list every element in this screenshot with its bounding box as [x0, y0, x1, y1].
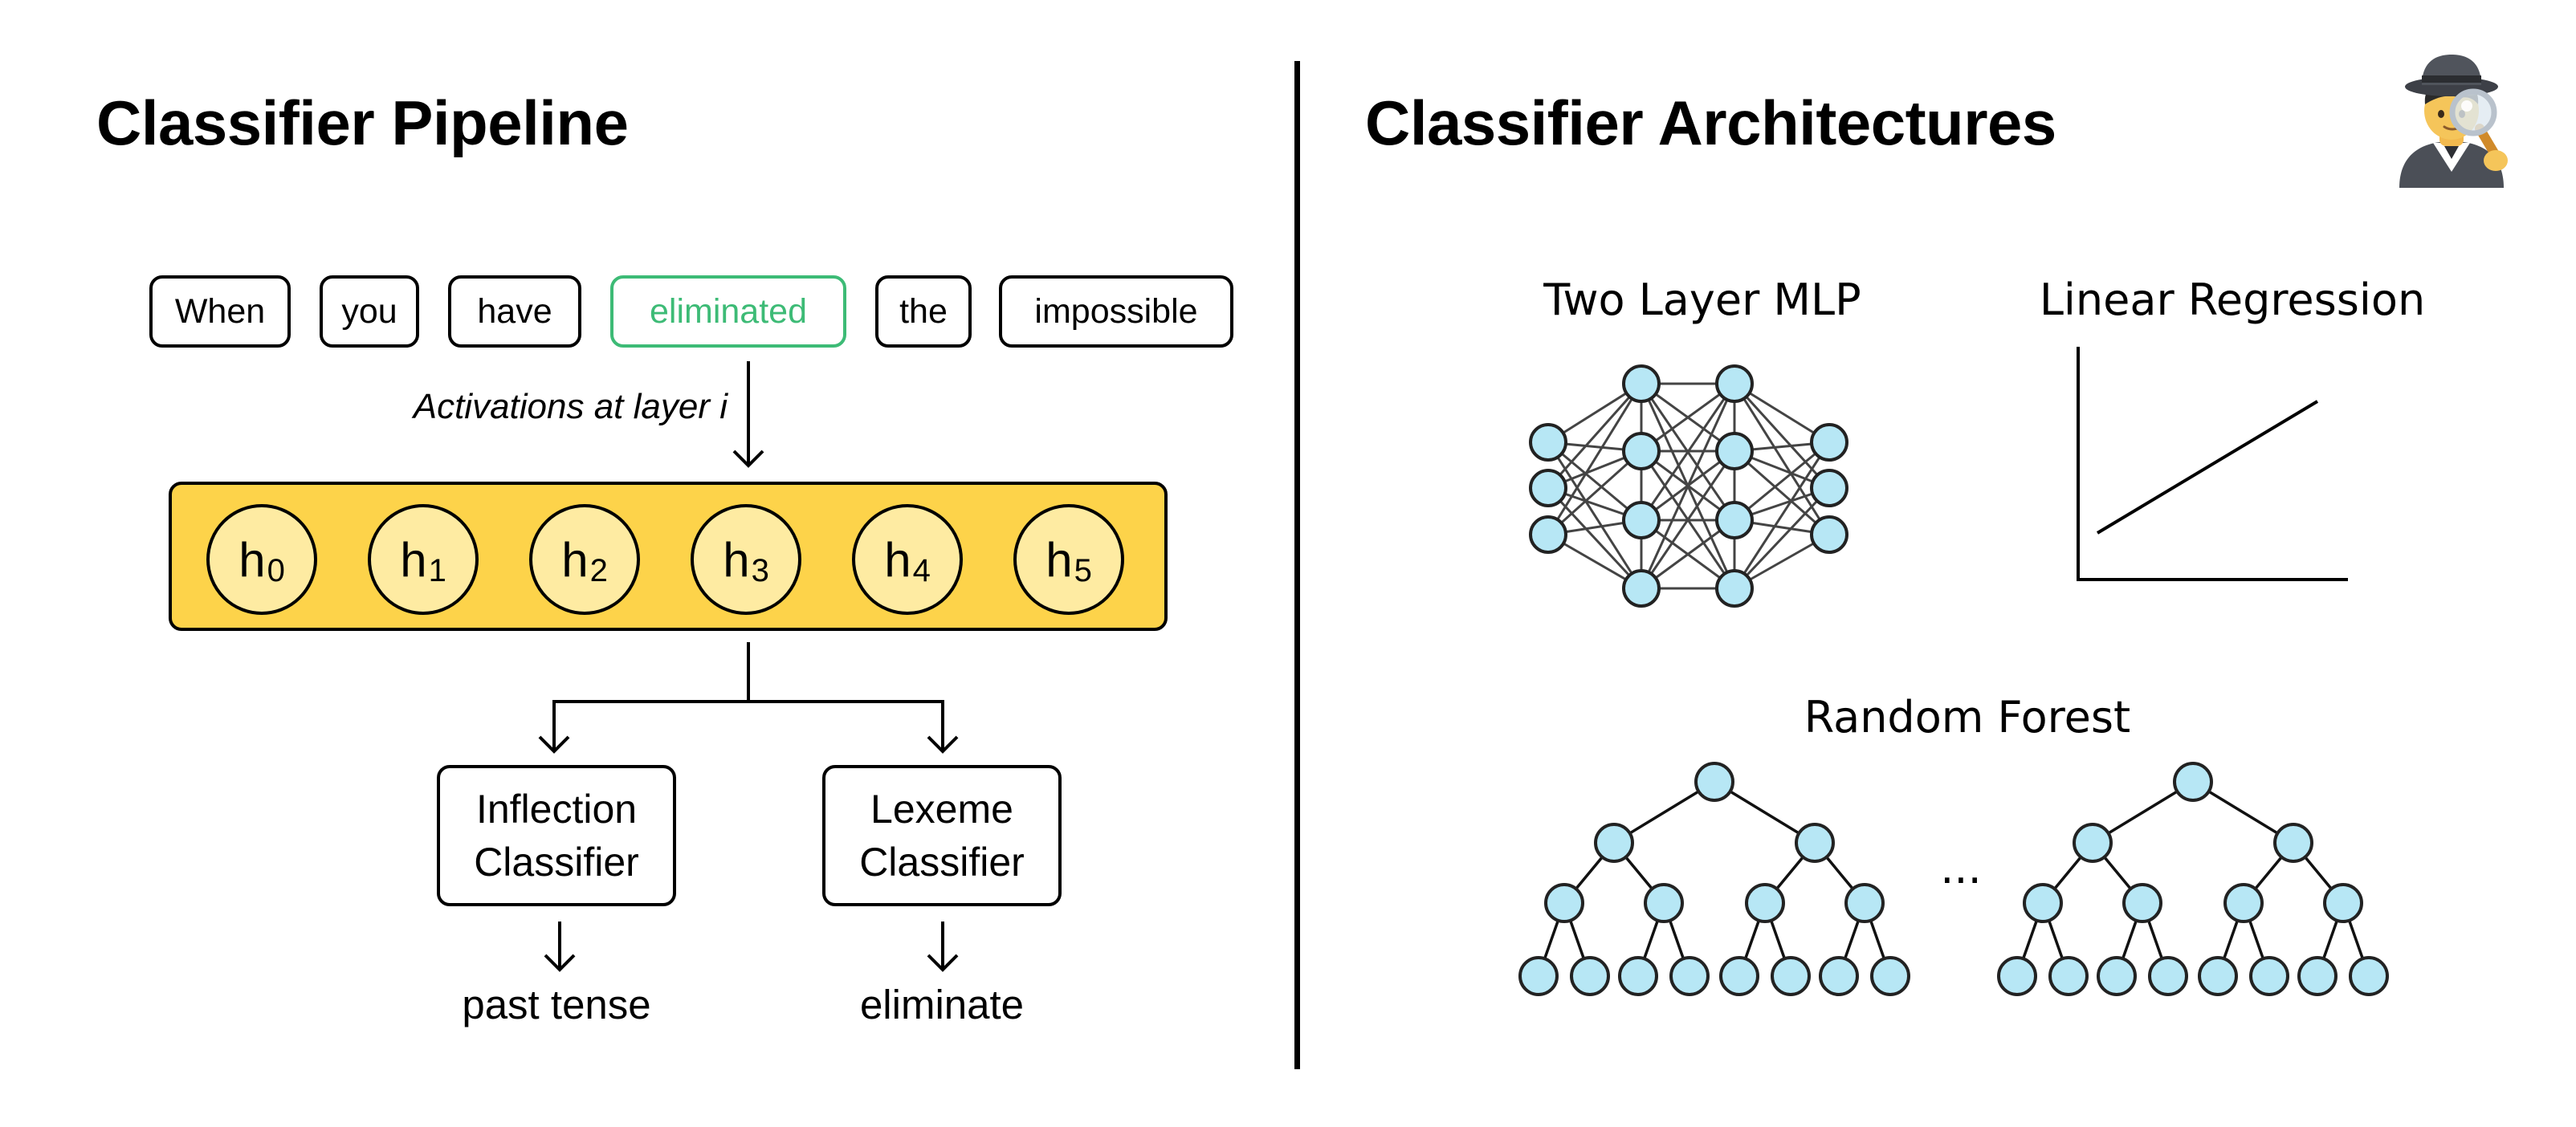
mlp-edge — [1733, 486, 1831, 590]
mlp-node — [1810, 469, 1848, 507]
tree-node — [1544, 883, 1584, 923]
random-forest-trees — [1518, 762, 2389, 996]
tree-node — [2223, 883, 2264, 923]
pipeline-title: Classifier Pipeline — [96, 87, 629, 158]
mlp-network — [1529, 364, 1848, 608]
tree-node — [2073, 823, 2113, 863]
tree-node — [1644, 883, 1684, 923]
tree-node — [2323, 883, 2363, 923]
mlp-node — [1529, 423, 1567, 462]
tree-node — [1518, 956, 1559, 996]
tree-node — [2198, 956, 2238, 996]
tree-node — [2349, 956, 2389, 996]
mlp-edge — [1733, 383, 1831, 535]
linear-regression-label: Linear Regression — [2039, 275, 2426, 325]
mlp-node — [1622, 569, 1661, 608]
tree-node — [2249, 956, 2289, 996]
tree-node — [1819, 956, 1859, 996]
section-divider — [1294, 61, 1300, 1069]
mlp-edge — [1734, 441, 1830, 522]
activation-label: Activations at layer i — [413, 387, 728, 426]
token-when: When — [149, 275, 291, 348]
tree-node — [1870, 956, 1910, 996]
tree-node — [2023, 883, 2063, 923]
tree-node — [1795, 823, 1835, 863]
mlp-edge — [1734, 450, 1830, 536]
tree-node — [1618, 956, 1658, 996]
mlp-edge — [1547, 441, 1642, 522]
classifier-line2: Classifier — [859, 840, 1025, 885]
split-connector — [538, 642, 959, 754]
output-arrows — [544, 922, 959, 972]
mlp-edge — [1547, 383, 1643, 535]
lexeme-output: eliminate — [859, 982, 1025, 1027]
token-eliminated: eliminated — [610, 275, 846, 348]
mlp-edge — [1547, 383, 1643, 489]
classifier-line2: Classifier — [474, 840, 639, 885]
token-have: have — [448, 275, 581, 348]
tree-node — [1771, 956, 1811, 996]
mlp-edge — [1640, 383, 1736, 589]
tree-node — [1594, 823, 1634, 863]
tree-node — [2048, 956, 2089, 996]
tree-node — [1719, 956, 1759, 996]
linear-regression-plot — [2077, 347, 2348, 581]
inflection-classifier-box: Inflection Classifier — [437, 765, 676, 906]
mlp-node — [1715, 569, 1754, 608]
detective-icon — [2399, 55, 2508, 188]
mlp-node — [1810, 423, 1848, 462]
mlp-edge — [1547, 486, 1643, 590]
mlp-node — [1622, 364, 1661, 403]
mlp-edge — [1640, 450, 1736, 589]
mlp-node — [1529, 469, 1567, 507]
mlp-label: Two Layer MLP — [1543, 275, 1861, 325]
architectures-title: Classifier Architectures — [1365, 87, 2056, 158]
mlp-node — [1715, 501, 1754, 539]
activation-arrow — [732, 361, 764, 468]
mlp-edge — [1640, 383, 1736, 521]
mlp-node — [1622, 501, 1661, 539]
tree-node — [2297, 956, 2338, 996]
tree-node — [2148, 956, 2188, 996]
mlp-node — [1529, 515, 1567, 554]
forest-ellipsis: ... — [1940, 843, 1982, 893]
inflection-output: past tense — [462, 982, 651, 1027]
tree-node — [2097, 956, 2137, 996]
mlp-edge — [1733, 382, 1831, 490]
random-forest-label: Random Forest — [1804, 692, 2131, 743]
token-impossible: impossible — [999, 275, 1233, 348]
classifier-line1: Lexeme — [870, 787, 1013, 832]
token-the: the — [875, 275, 972, 348]
activation-layer — [169, 482, 1168, 631]
tree-node — [1844, 883, 1885, 923]
mlp-node — [1810, 515, 1848, 554]
tree-node — [1669, 956, 1710, 996]
mlp-node — [1622, 432, 1661, 470]
tree-node — [1570, 956, 1610, 996]
tree-node — [2173, 762, 2213, 802]
mlp-edge — [1547, 450, 1643, 536]
mlp-node — [1715, 364, 1754, 403]
classifier-line1: Inflection — [475, 787, 638, 832]
tree-node — [2122, 883, 2162, 923]
mlp-edge — [1547, 441, 1643, 589]
tree-node — [1694, 762, 1734, 802]
tree-node — [2273, 823, 2313, 863]
lexeme-classifier-box: Lexeme Classifier — [822, 765, 1062, 906]
tree-node — [1745, 883, 1785, 923]
token-you: you — [320, 275, 419, 348]
mlp-node — [1715, 432, 1754, 470]
tree-node — [1997, 956, 2037, 996]
mlp-edge — [1733, 441, 1831, 589]
